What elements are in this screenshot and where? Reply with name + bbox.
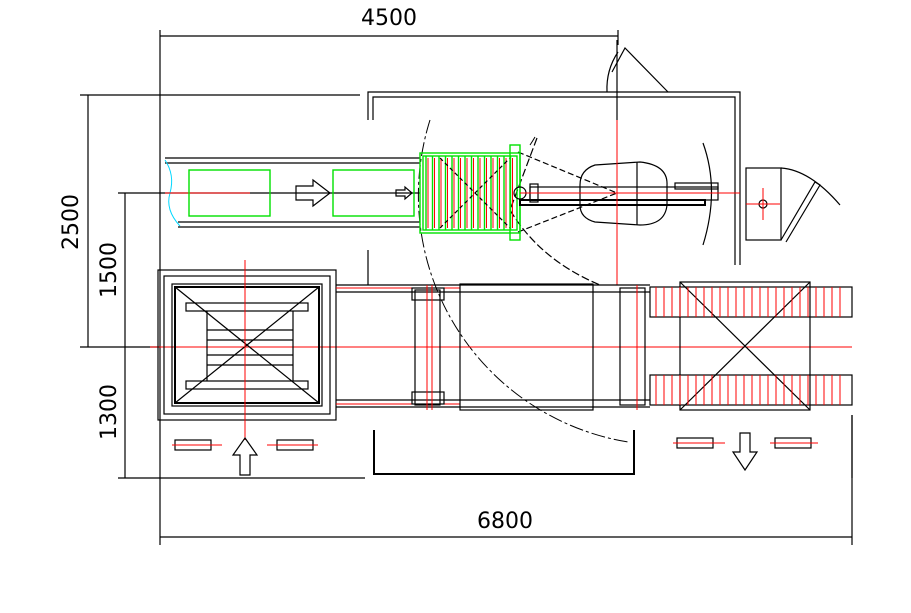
dim-2500-label: 2500 (59, 194, 84, 250)
dimension-bottom: 6800 (160, 415, 853, 545)
sensor-left-1 (172, 439, 222, 451)
bottom-fence (373, 430, 635, 475)
flow-arrow-up-icon (231, 436, 259, 476)
dim-1500-label: 1500 (97, 242, 122, 298)
top-fence (367, 46, 741, 265)
flow-arrow-right-icon (295, 178, 331, 208)
sensor-right-2 (770, 437, 818, 449)
turntable-box (459, 283, 594, 411)
flow-arrow-down-icon (731, 432, 759, 472)
product-box (332, 169, 415, 217)
infeed-conveyor (164, 157, 420, 228)
pallet-dispenser (745, 167, 841, 243)
dim-6800-label: 6800 (477, 509, 533, 534)
transfer-rails (336, 283, 650, 411)
dimension-left: 2500 1500 1300 (59, 94, 420, 479)
pallet-station-left (157, 260, 337, 440)
outfeed-conveyor (649, 281, 853, 411)
robot-reach-arc (417, 119, 629, 443)
robot-arm (513, 40, 740, 285)
product-box (188, 169, 271, 217)
roller-conveyor (419, 144, 521, 241)
dimension-top: 4500 (159, 6, 619, 545)
sensor-right-1 (673, 437, 725, 449)
dim-4500-label: 4500 (361, 6, 417, 31)
sensor-left-2 (267, 439, 318, 451)
dim-1300-label: 1300 (97, 384, 122, 440)
